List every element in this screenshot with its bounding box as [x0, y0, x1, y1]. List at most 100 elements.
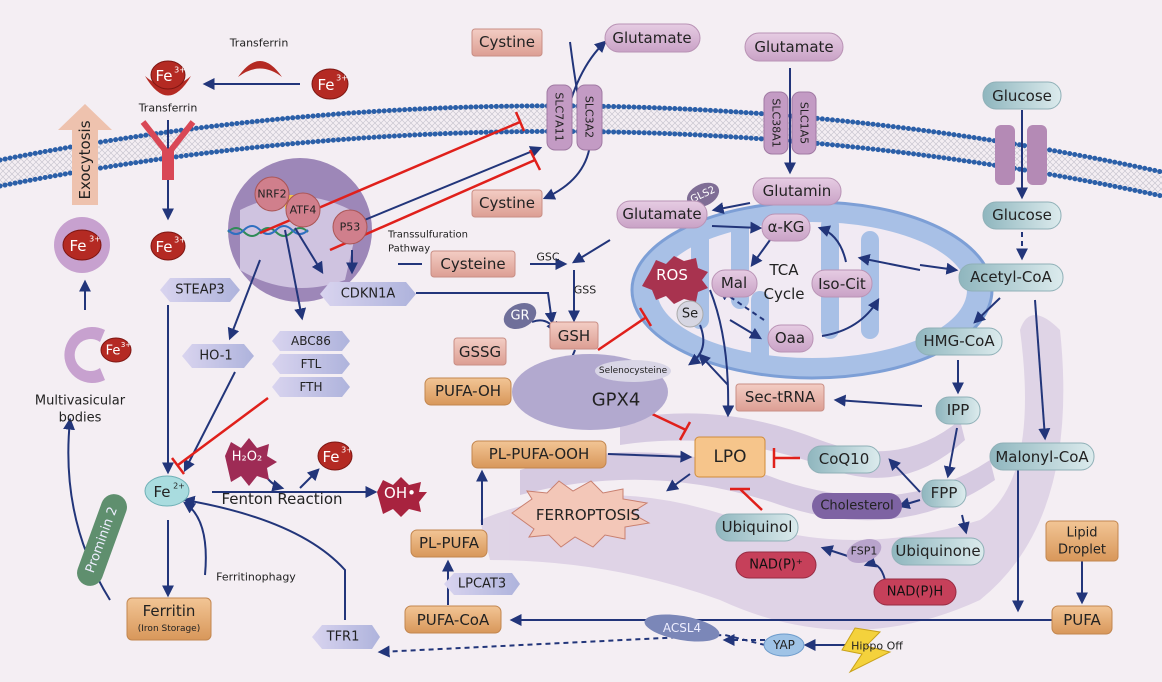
glutamate-extracellular-node-2: Glutamate: [744, 32, 844, 62]
node-label: FERROPTOSIS: [536, 506, 640, 524]
p53-node: P53: [332, 209, 368, 245]
fenton-reaction-label: Fenton Reaction: [221, 490, 342, 508]
transferrin-label: Transferrin: [229, 37, 289, 50]
lpcat3-node: LPCAT3: [444, 573, 520, 595]
fpp-node: FPP: [921, 479, 967, 508]
pl-pufa-ooh-node: PL-PUFA-OOH: [471, 440, 607, 469]
slc1a5-transporter: SLC1A5: [791, 91, 817, 155]
node-label: GPX4: [592, 390, 641, 411]
node-label: Ferritin: [143, 602, 196, 620]
node-label: Fe: [155, 67, 172, 85]
transsulfuration-label: Transsulfuration: [387, 230, 468, 241]
h2o2-node: H₂O₂: [225, 438, 277, 486]
node-label: Fe: [155, 238, 172, 256]
node-label: NAD(P)⁺: [749, 558, 802, 573]
node-label: Lipid: [1067, 526, 1098, 541]
node-label: Glutamate: [754, 38, 833, 56]
mevalonate-module: Acetyl-CoA HMG-CoA IPP Malonyl-CoA CoQ10…: [715, 263, 1095, 606]
ubiquinol-node: Ubiquinol: [715, 513, 799, 542]
node-label: H₂O₂: [232, 450, 262, 465]
nadph-node: NAD(P)H: [873, 578, 957, 606]
se-node: Se: [676, 300, 704, 328]
glucose-transporter-icon: [995, 125, 1047, 185]
sec-trna-node: Sec-tRNA: [735, 383, 825, 412]
node-label: 3+: [336, 74, 348, 83]
mal-node: Mal: [711, 269, 758, 298]
node-label: 3+: [89, 235, 101, 244]
node-label: Glucose: [992, 206, 1052, 224]
node-label: NAD(P)H: [887, 585, 943, 600]
cholesterol-node: Cholesterol: [812, 493, 902, 519]
ros-node: ROS: [642, 256, 708, 304]
node-label: FSP1: [851, 545, 878, 558]
node-label: ACSL4: [663, 621, 701, 635]
lpo-node: LPO: [694, 436, 766, 478]
node-label: Sec-tRNA: [745, 388, 816, 406]
node-label: 3+: [121, 341, 131, 349]
node-label: ATF4: [290, 204, 317, 217]
node-label: Droplet: [1058, 543, 1106, 558]
node-label: Glutamate: [622, 205, 701, 223]
malonyl-coa-node: Malonyl-CoA: [989, 442, 1095, 471]
ferritin-node: Ferritin(Iron Storage): [126, 597, 212, 641]
pathway-label: Pathway: [388, 244, 430, 255]
node-label: Iso-Cit: [818, 275, 866, 293]
node-label: NRF2: [257, 188, 286, 201]
hmg-coa-node: HMG-CoA: [915, 327, 1003, 356]
pl-pufa-node: PL-PUFA: [410, 529, 488, 558]
hippo-off-node: Hippo Off: [841, 627, 903, 674]
slc7a11-transporter: SLC7A11: [546, 84, 573, 151]
glucose-extracellular-node: Glucose: [982, 81, 1062, 110]
gsc-label: GSC: [536, 251, 560, 264]
node-label: Selenocysteine: [599, 366, 668, 376]
yap-node: YAP: [763, 633, 805, 657]
node-label: Fe: [106, 344, 121, 359]
node-label: Ubiquinol: [722, 518, 793, 536]
node-label: FTH: [299, 380, 322, 394]
node-label: Fe: [69, 237, 86, 255]
node-label: Fe: [153, 483, 170, 501]
exocytosis-arrow: Exocytosis: [58, 104, 112, 205]
node-label: ROS: [656, 266, 688, 284]
node-label: 3+: [341, 446, 353, 455]
node-label: SLC7A11: [553, 92, 566, 141]
node-label: Glutamate: [612, 29, 691, 47]
node-label: PL-PUFA: [419, 534, 480, 552]
ubiquinone-node: Ubiquinone: [891, 537, 985, 566]
node-label: FTL: [301, 357, 322, 371]
node-label: FPP: [931, 484, 958, 502]
abc86-node: ABC86: [272, 331, 350, 351]
node-label: Hippo Off: [851, 640, 903, 653]
node-label: 3+: [174, 236, 186, 245]
mvb-label-2: bodies: [59, 411, 102, 426]
pufa-coa-node: PUFA-CoA: [404, 605, 502, 634]
node-label: Cystine: [479, 33, 535, 51]
glutamin-node: Glutamin: [752, 177, 842, 206]
fth-node: FTH: [272, 377, 350, 397]
node-label: Mal: [721, 274, 747, 292]
node-label: PUFA: [1063, 611, 1101, 629]
node-label: Glutamin: [763, 182, 832, 200]
oaa-node: Oaa: [767, 324, 814, 353]
node-label: CoQ10: [819, 450, 870, 468]
node-label: Malonyl-CoA: [995, 448, 1089, 466]
pufa-node: PUFA: [1051, 605, 1113, 635]
node-label: Oaa: [775, 329, 805, 347]
node-label: IPP: [947, 401, 970, 419]
mvb-label: Multivasicular: [35, 394, 126, 409]
slc38a1-transporter: SLC38A1: [763, 91, 789, 155]
atf4-node: ATF4: [285, 192, 321, 228]
node-label: 2+: [173, 482, 185, 491]
isocit-node: Iso-Cit: [811, 269, 873, 298]
glutamate-extracellular-node: Glutamate: [604, 23, 701, 53]
acetyl-coa-node: Acetyl-CoA: [958, 263, 1064, 292]
tfr1-node: TFR1: [312, 625, 380, 649]
